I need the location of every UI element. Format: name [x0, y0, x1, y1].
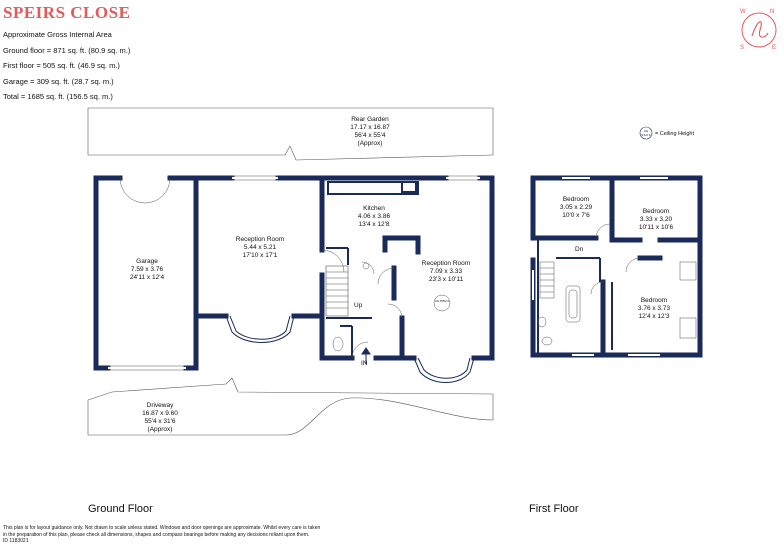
area-total: Total = 1685 sq. ft. (156.5 sq. m.): [3, 92, 113, 101]
stairs-down-label: Dn: [575, 246, 584, 253]
entry-arrow-icon: [361, 347, 371, 364]
window-frames: [108, 175, 480, 371]
ceiling-height-marker: CH 8'8/2.6: [434, 299, 450, 303]
bedroom-2-label: Bedroom 3.33 x 3.20 10'11 x 10'6: [638, 208, 674, 231]
first-windows: [532, 177, 668, 356]
rear-garden-label: Rear Garden 17.17 x 16.87 56'4 x 55'4 (A…: [350, 116, 390, 147]
reception-room-2-label: Reception Room 7.09 x 3.33 23'3 x 10'11: [421, 260, 471, 283]
bedroom-3-label: Bedroom 3.76 x 3.73 12'4 x 12'3: [637, 297, 671, 320]
property-title: SPEIRS CLOSE: [3, 3, 131, 22]
entrance-label: IN: [361, 360, 368, 367]
ground-fixtures: [332, 262, 451, 352]
legend-marker: CH 9'4/2.9: [641, 129, 651, 137]
disclaimer: This plan is for layout guidance only. N…: [3, 525, 321, 544]
first-floor-thin-walls: [537, 238, 613, 355]
compass-s: S: [740, 45, 745, 51]
area-ground: Ground floor = 871 sq. ft. (80.9 sq. m.): [3, 45, 131, 55]
stairs-up-label: Up: [354, 302, 363, 309]
bay-windows: [225, 315, 475, 383]
area-summary: Approximate Gross Internal Area Ground f…: [3, 27, 130, 105]
first-floor-label: First Floor: [529, 503, 579, 515]
compass-w: W: [740, 9, 746, 15]
first-fixtures: [537, 223, 697, 346]
driveway-label: Driveway 16.87 x 9.60 55'4 x 31'6 (Appro…: [142, 402, 178, 433]
ground-floor-walls: [93, 175, 495, 371]
area-heading: Approximate Gross Internal Area: [3, 30, 112, 39]
compass-e: E: [772, 45, 777, 51]
garage-label: Garage 7.59 x 3.76 24'11 x 12'4: [129, 258, 165, 281]
ground-stairs: [325, 265, 349, 317]
legend-text: = Ceiling Height: [655, 131, 694, 137]
windows: [108, 177, 480, 369]
area-garage: Garage = 309 sq. ft. (28.7 sq. m.): [3, 76, 114, 86]
ground-floor-label: Ground Floor: [88, 503, 153, 515]
bedroom-1-label: Bedroom 3.05 x 2.29 10'0 x 7'6: [559, 196, 593, 219]
ground-floor-thin-walls: [326, 181, 419, 356]
reception-room-1-label: Reception Room 5.44 x 5.21 17'10 x 17'1: [235, 236, 285, 259]
first-floor-walls: [530, 175, 703, 358]
door-swings: [119, 177, 403, 359]
kitchen-label: Kitchen 4.06 x 3.86 13'4 x 12'8: [357, 205, 391, 228]
area-first: First floor = 505 sq. ft. (46.9 sq. m.): [3, 61, 120, 70]
garden-boundaries: [87, 107, 494, 436]
compass-n: N: [770, 9, 775, 15]
